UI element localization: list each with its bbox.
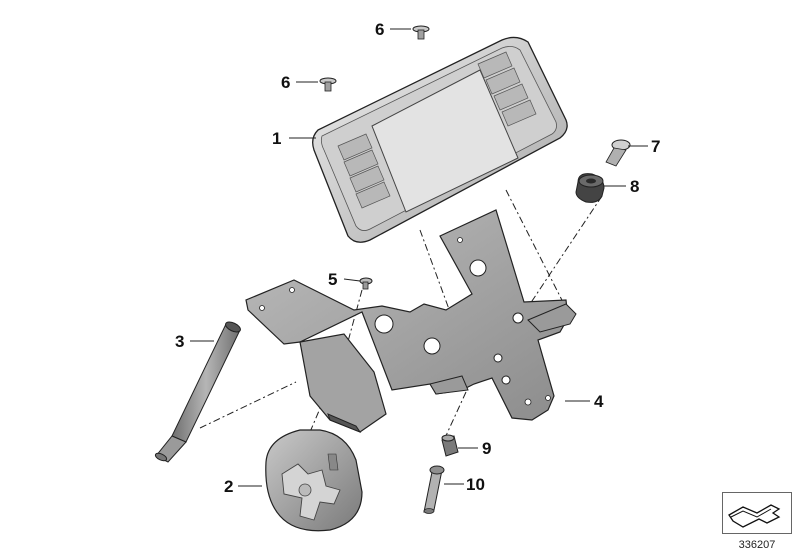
reference-symbol-box	[722, 492, 792, 534]
callout-6-upper: 6	[375, 20, 385, 39]
small-screw-part	[359, 277, 373, 290]
cover-cap-part	[265, 429, 363, 532]
screw-part-6a	[319, 77, 337, 92]
callout-10: 10	[466, 475, 485, 494]
rubber-mount-part	[575, 173, 605, 203]
display-unit-part	[312, 36, 568, 243]
long-bolt-part	[423, 465, 445, 514]
rod-part	[154, 321, 241, 463]
sleeve-part	[441, 434, 459, 457]
screw-part-6b	[412, 25, 430, 40]
callout-3: 3	[175, 332, 185, 351]
callout-5: 5	[328, 270, 338, 289]
callout-1: 1	[272, 129, 282, 148]
callout-7: 7	[651, 137, 661, 156]
bolt-part	[605, 139, 631, 167]
callout-4: 4	[594, 392, 604, 411]
left-button-row	[337, 133, 391, 209]
callout-9: 9	[482, 439, 492, 458]
mounting-bracket-part	[245, 209, 577, 434]
callout-6-lower: 6	[281, 73, 291, 92]
arrow-symbol-icon	[728, 504, 781, 528]
leader-lines	[190, 28, 648, 487]
callout-2: 2	[224, 477, 234, 496]
diagram-reference-number: 336207	[738, 539, 776, 551]
callout-8: 8	[630, 177, 640, 196]
right-button-row	[477, 51, 537, 127]
